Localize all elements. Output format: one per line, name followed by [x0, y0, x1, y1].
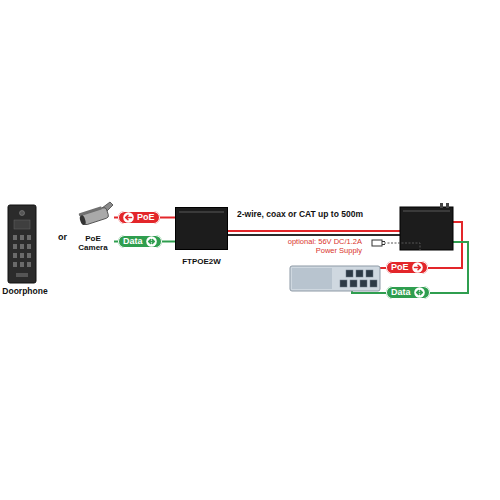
figure-space	[1, 203, 49, 283]
arrow-icon	[123, 212, 134, 223]
signal-badge: PoE	[386, 261, 428, 274]
keypad-key	[20, 262, 24, 267]
keypad-key	[20, 253, 24, 258]
camera-lens	[79, 215, 87, 226]
doorphone-lens	[20, 211, 25, 216]
black-wire	[228, 234, 400, 236]
keypad-key	[27, 253, 31, 258]
icon-disc	[414, 287, 425, 298]
extender-connector	[440, 203, 443, 208]
keypad-key	[27, 244, 31, 249]
keypad-key	[13, 235, 17, 240]
cable-note: 2-wire, coax or CAT up to 500m	[237, 209, 363, 219]
signal-name: PoE	[391, 262, 409, 272]
icon-disc	[123, 212, 134, 223]
extender-box	[400, 207, 453, 250]
extender-box: FTPOE2W	[175, 207, 228, 266]
switch-port	[366, 270, 373, 277]
poe-switch	[290, 266, 380, 291]
device-figure: PoE Camera	[72, 200, 114, 252]
arrow-icon	[414, 287, 425, 298]
switch-port	[346, 270, 353, 277]
doorphone-display	[14, 220, 30, 229]
device-name: Doorphone	[1, 287, 49, 297]
keypad-key	[13, 262, 17, 267]
device-figure: Doorphone	[1, 203, 49, 297]
power-note: optional: 56V DC/1.2A Power Supply	[270, 237, 362, 255]
switch-port	[356, 270, 363, 277]
switch-port	[340, 280, 347, 287]
red-wire	[228, 230, 400, 232]
extender-connector	[446, 203, 449, 208]
icon-disc	[146, 236, 157, 247]
keypad	[13, 235, 31, 277]
device-name: PoE Camera	[72, 234, 114, 252]
keypad-key	[27, 262, 31, 267]
signal-badge: Data	[118, 235, 162, 248]
keypad-key	[20, 235, 24, 240]
wire-connector	[162, 241, 175, 243]
icon-arrow	[414, 265, 420, 270]
camera-figure	[78, 202, 113, 226]
keypad-key	[13, 253, 17, 258]
arrow-icon	[146, 236, 157, 247]
keypad-key	[13, 244, 17, 249]
housing-trim	[179, 211, 224, 213]
doorphone-panel	[8, 205, 36, 283]
plug-pin	[382, 241, 385, 242]
switch-ports	[340, 270, 377, 287]
doorphone-figure	[8, 205, 36, 283]
arrow-icon	[412, 262, 423, 273]
signal-badge: PoE	[118, 211, 160, 224]
signal-name: PoE	[137, 212, 155, 222]
switch-body	[290, 266, 380, 291]
switch-port	[360, 280, 367, 287]
power-plug	[372, 240, 382, 246]
wire-connector	[160, 217, 175, 219]
conjunction-text: or	[58, 232, 67, 243]
keypad-key	[20, 244, 24, 249]
device-name: FTPOE2W	[175, 257, 228, 266]
power-cable	[384, 243, 420, 250]
icon-arrow	[148, 240, 154, 244]
signal-name: Data	[391, 287, 411, 297]
plug-pin	[382, 244, 385, 245]
figure-space	[72, 200, 114, 230]
camera-visor	[79, 206, 103, 216]
icon-arrow	[126, 215, 132, 220]
switch-panel	[292, 268, 332, 289]
icon-arrow	[416, 291, 422, 295]
speaker-grille	[16, 273, 28, 277]
extender-housing	[175, 207, 228, 250]
switch-port	[350, 280, 357, 287]
icon-disc	[412, 262, 423, 273]
extender-trim	[403, 210, 450, 212]
signal-name: Data	[123, 236, 143, 246]
keypad-key	[27, 235, 31, 240]
signal-badge: Data	[386, 286, 430, 299]
switch-port	[370, 280, 377, 287]
